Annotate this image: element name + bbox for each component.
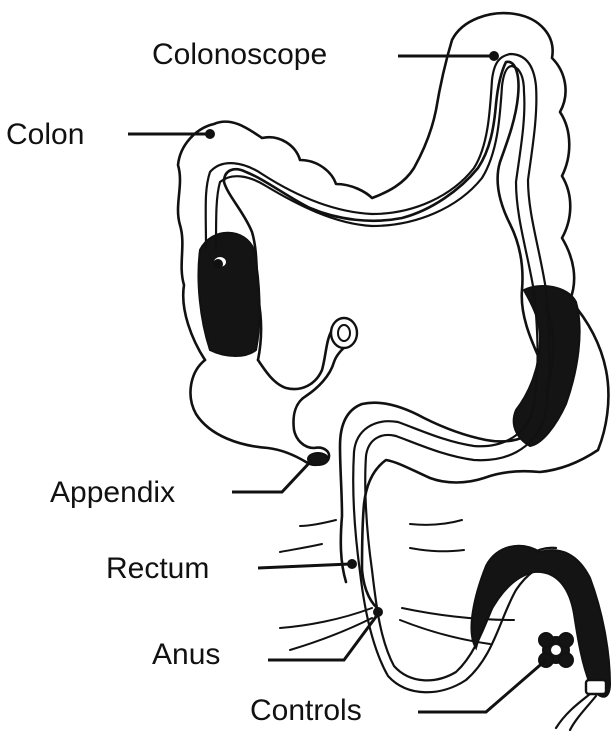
label-colon-text: Colon (6, 118, 84, 151)
cecum-pouch (190, 336, 356, 465)
label-controls-text: Controls (250, 694, 362, 727)
leader-anus (268, 614, 378, 660)
scope-tube-inner (216, 66, 556, 692)
leader-appendix (232, 460, 312, 492)
leader-rectum (258, 564, 350, 568)
ascending-colon-lumen (198, 233, 259, 356)
umbilical-cable (556, 694, 596, 730)
label-rectum: Rectum (106, 552, 357, 585)
label-rectum-text: Rectum (106, 552, 209, 585)
control-handle (471, 546, 610, 697)
label-appendix: Appendix (50, 460, 312, 509)
label-colonoscope: Colonoscope (152, 38, 499, 71)
label-anus-text: Anus (152, 638, 220, 671)
pointer-anus (373, 607, 383, 617)
leader-controls (418, 660, 546, 712)
label-colonoscope-text: Colonoscope (152, 38, 327, 71)
scope-tip (213, 259, 223, 269)
control-handle-cap (586, 680, 606, 694)
pointer-colonoscope (489, 51, 499, 61)
pointer-rectum (347, 559, 357, 569)
pointer-colon (205, 129, 215, 139)
label-appendix-text: Appendix (50, 476, 175, 509)
ileum-opening (331, 318, 357, 348)
ileum-loop (258, 330, 332, 389)
colon-inner-wall (224, 62, 546, 582)
